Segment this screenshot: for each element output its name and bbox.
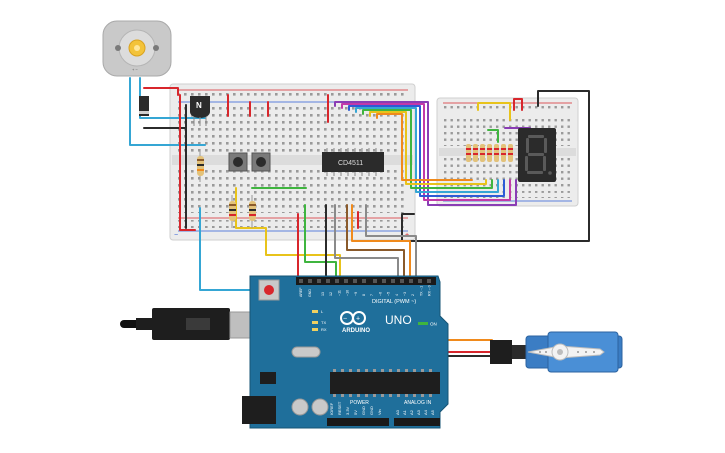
wire-7seg-red: [513, 98, 523, 111]
atmega-chip: [330, 369, 440, 397]
decoder-chip[interactable]: CD4511: [322, 148, 384, 176]
voltage-regulator: [260, 372, 276, 384]
power-pin-label-5: GND: [369, 406, 374, 415]
analog-pin-label-5: A5: [430, 409, 435, 415]
power-header: [327, 418, 389, 426]
servo-connector: [490, 340, 512, 364]
digital-pin-label-13: RX←0: [428, 285, 432, 296]
capacitor-2: [311, 398, 329, 416]
digital-pin-label-8: ~5: [387, 292, 391, 296]
resistor-bottom-2[interactable]: [249, 195, 256, 228]
arduino-l-label: L: [321, 309, 324, 314]
wire-bundle-blue: [348, 105, 505, 197]
main-breadboard: + −: [169, 83, 416, 241]
capacitor-1: [291, 398, 309, 416]
power-pin-label-1: RESET: [337, 401, 342, 415]
motor-terminal-label: + −: [132, 67, 138, 72]
wire-diode-red: [143, 87, 179, 96]
digital-pin-label-1: 12: [329, 292, 333, 296]
arduino-model: UNO: [385, 313, 412, 327]
analog-pin-label-0: A0: [395, 409, 400, 415]
digital-pin-label-5: 8: [362, 294, 366, 296]
transistor-label: N: [196, 101, 202, 110]
resistor-vertical[interactable]: [197, 150, 204, 182]
arduino-logo: − +: [340, 311, 366, 325]
decoder-chip-label: CD4511: [338, 160, 363, 167]
wire-bundle-orange: [376, 113, 473, 181]
analog-header: [394, 418, 440, 426]
analog-pin-label-4: A4: [423, 409, 428, 415]
analog-pin-label-2: A2: [409, 409, 414, 415]
digital-pin-label-11: 2: [411, 294, 415, 296]
wire-bundle-yellow: [369, 111, 487, 185]
arduino-brand: ARDUINO: [342, 328, 370, 334]
wire-7seg-green: [487, 129, 499, 143]
wire-yellow-button: [235, 187, 341, 283]
arduino-tx-label: TX: [321, 320, 326, 325]
wire-bundle-purple: [334, 101, 517, 206]
digital-pin-labels: 13 12 ~11 ~10 ~9 8 7 ~6 ~5 4 ~3 2 TX→1 RX←0 AREF GND: [299, 285, 432, 297]
arduino-uno[interactable]: DIGITAL (PWM ~) L TX RX − + ARDUINO UNO …: [242, 275, 449, 429]
crystal: [291, 346, 321, 358]
wire-ground-loop: [401, 90, 590, 242]
analog-pin-label-1: A1: [402, 409, 407, 415]
power-pin-label-2: 3.3V: [345, 406, 350, 415]
servo-horn: [527, 343, 605, 361]
wire-left-red: [179, 94, 196, 231]
power-pin-label-4: GND: [361, 406, 366, 415]
wire-bundle-cyan: [355, 107, 499, 193]
power-jack: [242, 396, 276, 424]
wire-motor-cyan-b: [139, 77, 206, 119]
seven-segment-display[interactable]: [518, 128, 556, 182]
power-pin-label-0: IOREF: [329, 402, 334, 415]
small-breadboard: [436, 97, 579, 207]
wire-grey-a: [334, 204, 399, 283]
servo-motor[interactable]: [490, 331, 623, 373]
digital-pin-label-6: 7: [370, 294, 374, 296]
digital-pin-label-2: ~11: [337, 290, 341, 296]
arduino-digital-label: DIGITAL (PWM ~): [372, 299, 416, 305]
digital-pin-label-12: TX→1: [419, 286, 423, 296]
wire-green-arduino: [304, 204, 337, 283]
transistor[interactable]: N: [190, 96, 210, 126]
arduino-reset-button[interactable]: [258, 279, 280, 301]
arduino-aref-label: AREF: [299, 287, 303, 297]
arduino-analog-label: ANALOG IN: [404, 400, 432, 406]
digital-pin-label-4: ~9: [354, 292, 358, 296]
svg-text:−: −: [343, 316, 347, 323]
diode[interactable]: [139, 96, 149, 116]
arduino-on-label: ON: [430, 322, 437, 327]
wire-orange-chip: [351, 204, 411, 283]
wire-bundle-green: [362, 109, 493, 189]
wire-cyan-arduino: [199, 207, 267, 291]
resistor-bottom-1[interactable]: [229, 195, 236, 228]
segment-resistors: [466, 144, 513, 162]
arduino-gnd-label: GND: [308, 289, 312, 297]
push-button-2[interactable]: [251, 152, 271, 172]
power-pin-label-3: 5V: [353, 410, 358, 415]
wire-7seg-yellow: [477, 102, 511, 121]
wire-brown-a: [346, 204, 405, 283]
arduino-power-label: POWER: [350, 400, 369, 406]
dc-motor[interactable]: + −: [102, 20, 172, 77]
analog-pin-label-3: A3: [416, 409, 421, 415]
wire-bundle-magenta: [341, 103, 511, 201]
wire-grey-b: [365, 204, 417, 283]
digital-pin-label-0: 13: [321, 292, 325, 296]
arduino-rx-label: RX: [321, 327, 327, 332]
digital-pin-label-7: ~6: [378, 292, 382, 296]
digital-pin-label-9: 4: [395, 294, 399, 296]
svg-text:+: +: [356, 316, 360, 323]
usb-cable: [120, 308, 261, 340]
digital-pin-label-3: ~10: [346, 290, 350, 296]
rail-minus-label: −: [174, 232, 178, 239]
digital-pin-label-10: ~3: [403, 292, 407, 296]
push-button-1[interactable]: [228, 152, 248, 172]
power-pin-label-6: Vin: [377, 409, 382, 415]
